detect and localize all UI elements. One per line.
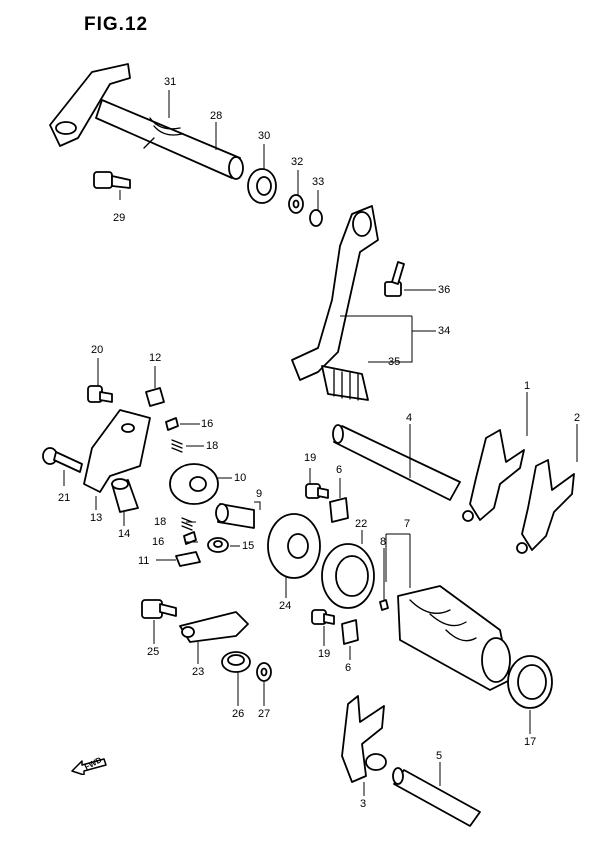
callout-32: 32 bbox=[291, 156, 304, 168]
shift-fork-1 bbox=[462, 429, 525, 522]
shift-fork-2 bbox=[516, 459, 575, 554]
callout-27: 27 bbox=[258, 708, 271, 720]
bolt-25 bbox=[141, 599, 177, 619]
callout-35: 35 bbox=[388, 356, 401, 368]
stopper-plate-13 bbox=[83, 409, 151, 493]
plate-6-upper bbox=[329, 497, 349, 523]
cam-driven-gear-10 bbox=[169, 463, 219, 505]
shift-fork-3 bbox=[341, 695, 387, 783]
spring-18-upper bbox=[171, 439, 183, 453]
fork-shaft-4 bbox=[332, 424, 461, 501]
callout-33: 33 bbox=[312, 176, 325, 188]
callout-12: 12 bbox=[149, 352, 162, 364]
washer-32 bbox=[288, 194, 304, 214]
spring-26 bbox=[221, 651, 251, 673]
pin-8 bbox=[379, 599, 389, 611]
oil-seal-30 bbox=[247, 168, 277, 204]
pawl-12 bbox=[145, 387, 165, 407]
callout-25: 25 bbox=[147, 646, 160, 658]
circlip-33 bbox=[309, 209, 323, 227]
callout-16-lower: 16 bbox=[152, 536, 165, 548]
callout-13: 13 bbox=[90, 512, 103, 524]
fork-shaft-5 bbox=[392, 767, 481, 827]
pin-9 bbox=[215, 503, 255, 529]
callout-14: 14 bbox=[118, 528, 131, 540]
pawl-11 bbox=[175, 551, 201, 567]
callout-1: 1 bbox=[524, 380, 531, 392]
shift-cam-24 bbox=[267, 513, 321, 579]
plate-6-lower bbox=[341, 619, 359, 645]
callout-2: 2 bbox=[574, 412, 581, 424]
callout-3: 3 bbox=[360, 798, 367, 810]
callout-10: 10 bbox=[234, 472, 247, 484]
bearing-17 bbox=[507, 655, 553, 709]
callout-36: 36 bbox=[438, 284, 451, 296]
callout-28: 28 bbox=[210, 110, 223, 122]
arrow-left-icon bbox=[71, 758, 107, 776]
callout-19-upper: 19 bbox=[304, 452, 317, 464]
arm-23 bbox=[179, 611, 249, 643]
callout-34: 34 bbox=[438, 325, 451, 337]
washer-15 bbox=[207, 537, 229, 553]
bolt-19-lower bbox=[311, 609, 335, 625]
bearing-22 bbox=[321, 543, 375, 609]
shift-drum-7 bbox=[397, 585, 511, 691]
callout-11: 11 bbox=[138, 555, 150, 567]
gearshift-lever bbox=[291, 205, 379, 401]
callout-20: 20 bbox=[91, 344, 104, 356]
callout-8: 8 bbox=[380, 536, 387, 548]
callout-15: 15 bbox=[242, 540, 255, 552]
callout-5: 5 bbox=[436, 750, 443, 762]
callout-22: 22 bbox=[355, 518, 368, 530]
callout-6-upper: 6 bbox=[336, 464, 343, 476]
callout-23: 23 bbox=[192, 666, 205, 678]
spring-18-lower bbox=[181, 517, 193, 531]
gearshift-shaft bbox=[49, 63, 244, 180]
bolt-29 bbox=[93, 171, 131, 189]
callout-29: 29 bbox=[113, 212, 126, 224]
callout-9: 9 bbox=[256, 488, 263, 500]
callout-18-lower: 18 bbox=[154, 516, 167, 528]
callout-6-lower: 6 bbox=[345, 662, 352, 674]
pin-16-upper bbox=[165, 417, 179, 431]
bolt-19-upper bbox=[305, 483, 329, 499]
callout-7: 7 bbox=[404, 518, 411, 530]
callout-31: 31 bbox=[164, 76, 177, 88]
callout-16-upper: 16 bbox=[201, 418, 214, 430]
callout-18-upper: 18 bbox=[206, 440, 219, 452]
callout-26: 26 bbox=[232, 708, 245, 720]
bolt-36 bbox=[384, 261, 405, 297]
callout-21: 21 bbox=[58, 492, 71, 504]
callout-4: 4 bbox=[406, 412, 413, 424]
bolt-20 bbox=[87, 385, 113, 403]
forward-direction-arrow: FWD bbox=[70, 755, 108, 776]
leader-lines bbox=[63, 90, 578, 796]
callout-30: 30 bbox=[258, 130, 271, 142]
collar-14 bbox=[111, 478, 139, 513]
pin-16-lower bbox=[183, 531, 197, 545]
bolt-21 bbox=[42, 447, 83, 473]
callout-17: 17 bbox=[524, 736, 537, 748]
figure-title: FIG.12 bbox=[84, 14, 149, 35]
washer-27 bbox=[256, 662, 272, 682]
callout-19-lower: 19 bbox=[318, 648, 331, 660]
callout-24: 24 bbox=[279, 600, 292, 612]
